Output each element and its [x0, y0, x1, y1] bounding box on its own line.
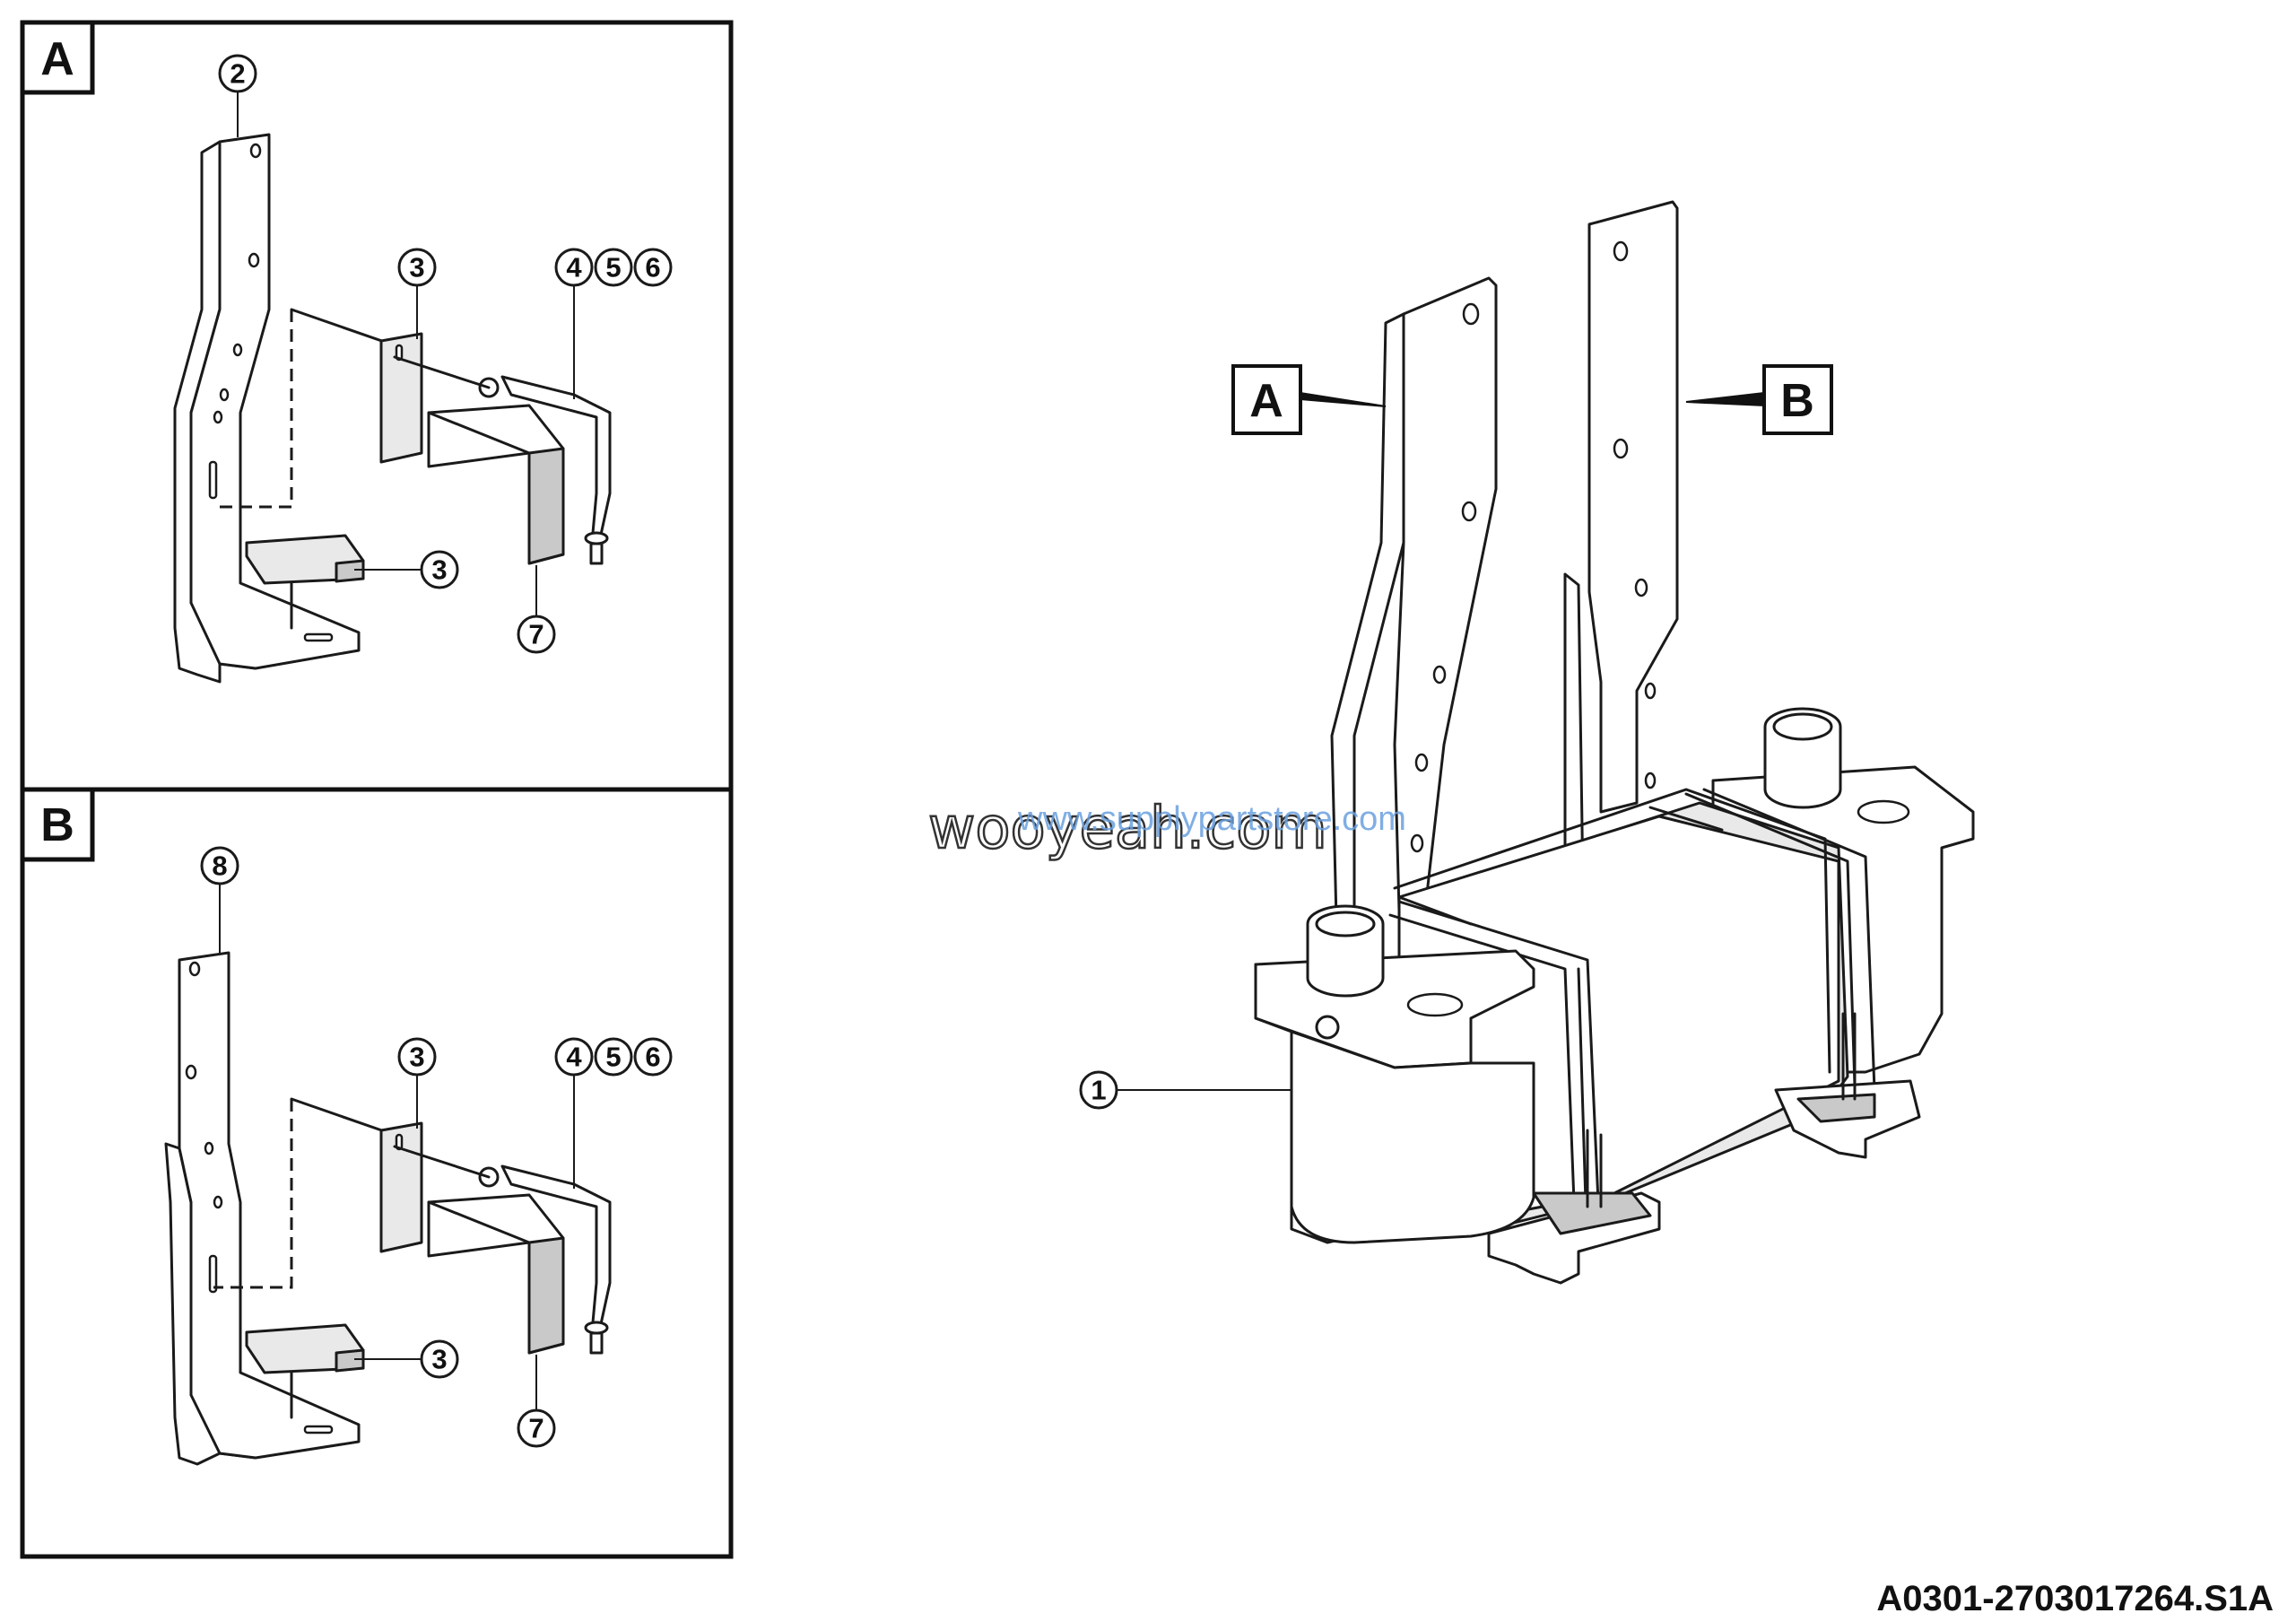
- callout-b-8: 8: [200, 846, 239, 953]
- svg-text:5: 5: [605, 252, 621, 283]
- main-assembly-view: A B 1: [1079, 200, 1975, 1285]
- clip-part-3-upper-b: [379, 1121, 423, 1253]
- clamp-part-7-b: [427, 1193, 565, 1355]
- clip-part-3-lower: [245, 534, 365, 630]
- bracket-part-2: [173, 133, 361, 684]
- support-bracket-b: [1563, 200, 1679, 908]
- svg-text:4: 4: [566, 252, 582, 283]
- svg-text:1: 1: [1091, 1075, 1106, 1106]
- callout-a-3-lower: 3: [354, 550, 459, 589]
- svg-text:4: 4: [566, 1042, 582, 1073]
- svg-text:3: 3: [409, 1042, 424, 1073]
- clamp-part-7: [427, 404, 565, 565]
- callout-b-3-lower: 3: [354, 1339, 459, 1379]
- detail-panel-a: A: [20, 20, 734, 792]
- svg-text:6: 6: [645, 1042, 660, 1073]
- panel-b-label-box: [20, 787, 95, 862]
- svg-text:7: 7: [528, 619, 544, 650]
- base-rails: [1487, 1012, 1921, 1285]
- clip-part-3-lower-b: [245, 1323, 365, 1419]
- svg-text:B: B: [1780, 375, 1814, 427]
- drawing-code: A0301-2703017264.S1A: [1876, 1579, 2274, 1618]
- clip-part-3-upper: [379, 332, 423, 464]
- panel-a-label: A: [40, 33, 74, 85]
- callout-a-7: 7: [517, 565, 556, 654]
- svg-text:7: 7: [528, 1413, 544, 1444]
- callout-a-2: 2: [218, 54, 257, 137]
- front-tank-part-1: [1254, 904, 1535, 1244]
- svg-text:8: 8: [212, 850, 227, 882]
- svg-text:2: 2: [230, 58, 245, 90]
- support-bracket-a: [1330, 276, 1498, 921]
- svg-text:6: 6: [645, 252, 660, 283]
- detail-panel-b: B: [20, 787, 734, 1559]
- svg-text:5: 5: [605, 1042, 621, 1073]
- bolt-assembly-4-5-6-b: [393, 1145, 612, 1355]
- watermark-secondary: www.supplypartstore.com: [1017, 800, 1406, 838]
- panel-a-label-box: [20, 20, 95, 95]
- svg-text:3: 3: [431, 1344, 447, 1375]
- view-label-b: B: [1685, 364, 1833, 435]
- view-label-a: A: [1231, 364, 1387, 435]
- callout-b-3-upper: 3: [397, 1037, 437, 1129]
- callout-a-3-upper: 3: [397, 248, 437, 339]
- bracket-part-8: [164, 951, 361, 1466]
- bolt-assembly-4-5-6: [393, 355, 612, 565]
- svg-text:3: 3: [409, 252, 424, 283]
- panel-b-label: B: [40, 799, 74, 851]
- callout-main-1: 1: [1079, 1070, 1292, 1110]
- callout-a-4-5-6: 4 5 6: [554, 248, 673, 399]
- svg-text:3: 3: [431, 554, 447, 586]
- watermark-primary: wooyeah.com: [928, 796, 1327, 862]
- svg-text:A: A: [1249, 375, 1283, 427]
- callout-b-7: 7: [517, 1355, 556, 1448]
- callout-b-4-5-6: 4 5 6: [554, 1037, 673, 1189]
